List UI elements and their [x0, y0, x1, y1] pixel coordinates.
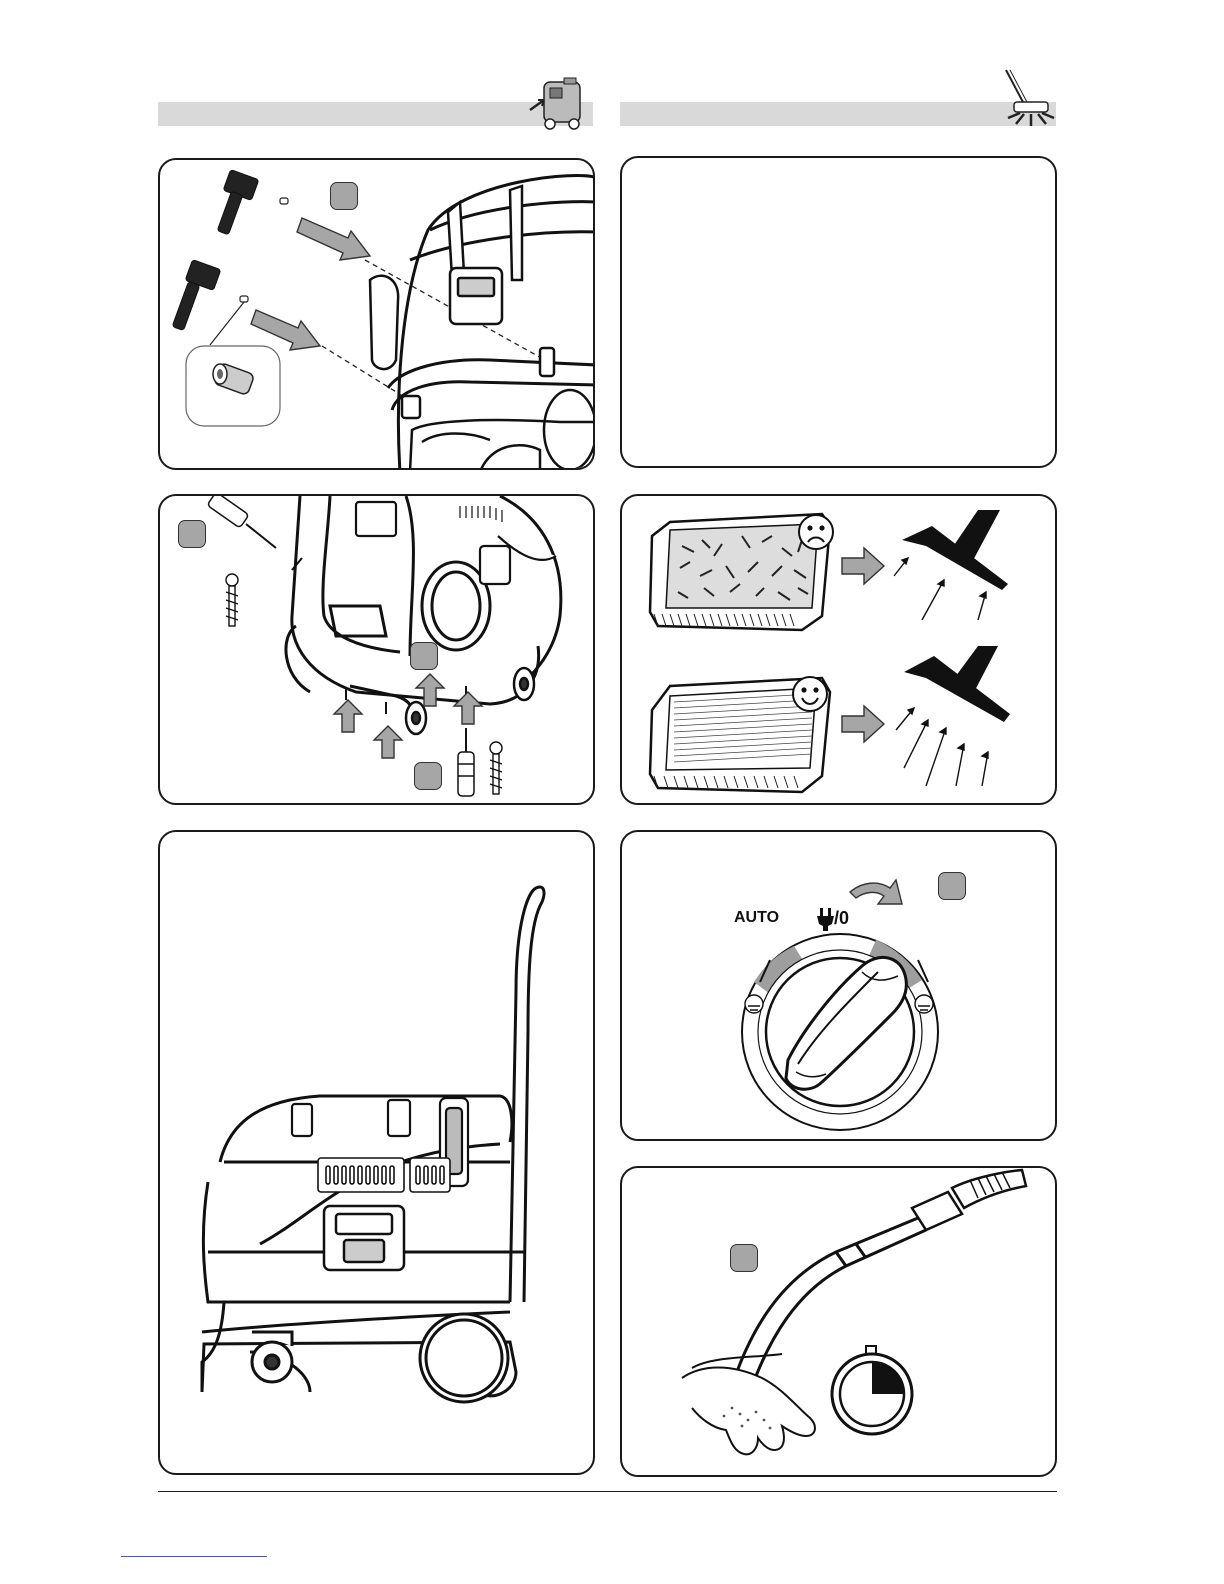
footer-link-underline[interactable]	[121, 1556, 267, 1557]
rotate-arrow-icon	[850, 880, 902, 904]
floor-nozzle-icon	[902, 510, 1010, 722]
step-badge	[414, 762, 442, 790]
step-badge	[410, 642, 438, 670]
screwdriver-icon	[207, 496, 276, 548]
happy-face-icon	[793, 677, 827, 711]
panel-blank-top-right	[620, 156, 1057, 468]
vacuum-cleaner-icon	[528, 76, 588, 134]
footer-rule	[158, 1491, 1057, 1492]
dial-on-label: I	[897, 937, 901, 953]
hammer-icon	[172, 170, 259, 331]
plug-icon	[817, 908, 834, 931]
floor-nozzle-icon	[996, 66, 1056, 132]
panel-hook-assembly	[158, 158, 595, 470]
panel-chassis-screws	[158, 494, 595, 805]
step-badge	[178, 520, 206, 548]
panel-vacuum-side-view	[158, 830, 595, 1475]
dial-off-label: /0	[834, 908, 849, 928]
panel-hose-test	[620, 1166, 1057, 1477]
panel-dial-switch: AUTO /0 I	[620, 830, 1057, 1141]
stopwatch-icon	[832, 1346, 912, 1434]
section-header-bar-right	[620, 102, 1056, 126]
sad-face-icon	[799, 515, 833, 549]
dial-auto-label: AUTO	[734, 909, 779, 926]
step-badge	[330, 182, 358, 210]
step-badge	[938, 872, 966, 900]
panel-filter-comparison	[620, 494, 1057, 805]
step-badge	[730, 1244, 758, 1272]
